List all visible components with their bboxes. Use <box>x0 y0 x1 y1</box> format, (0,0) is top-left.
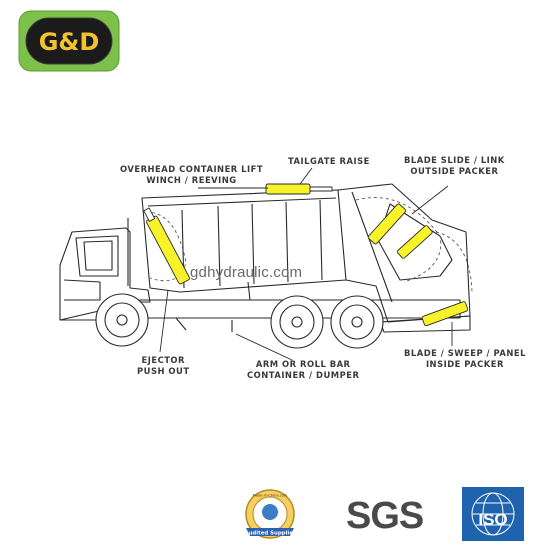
globe-icon <box>471 492 515 536</box>
brand-logo: G&D <box>18 10 120 72</box>
rear-wheel-2 <box>330 295 384 349</box>
audited-supplier-badge: Audited Supplier Made-in-China.com <box>244 489 296 539</box>
cylinder-blade-sweep <box>421 301 469 327</box>
callout-tailgate-raise: TAILGATE RAISE <box>288 156 370 166</box>
audited-supplier-text: Audited Supplier <box>244 531 295 537</box>
audited-ring-text: Made-in-China.com <box>253 494 288 498</box>
truck-cab <box>59 218 151 321</box>
cylinder-blade-slide-2 <box>396 225 433 259</box>
cylinder-tailgate <box>265 183 333 195</box>
logo-text: G&D <box>39 28 100 56</box>
cylinder-ejector <box>143 207 190 285</box>
hydraulic-cylinders <box>143 183 469 327</box>
front-wheel <box>95 293 149 347</box>
iso-text: ISO <box>478 510 508 529</box>
sgs-logo: SGS <box>346 495 424 537</box>
motion-arcs <box>145 197 473 293</box>
iso-badge <box>462 487 524 541</box>
callout-leaders <box>159 167 453 361</box>
watermark: gdhydraulic.com <box>190 264 303 281</box>
cylinder-blade-slide-1 <box>367 203 407 245</box>
rear-wheel-1 <box>270 295 324 349</box>
